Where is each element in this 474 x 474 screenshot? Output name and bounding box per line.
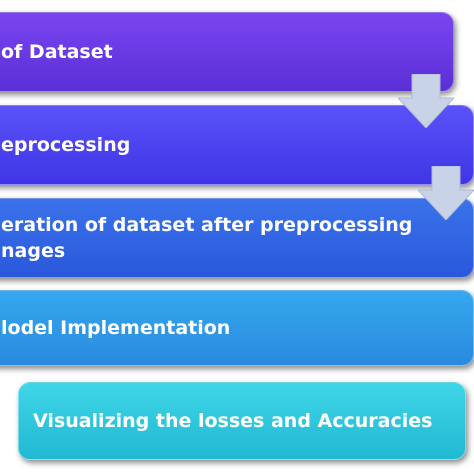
step-preprocessing-label: eprocessing bbox=[1, 134, 131, 156]
step-model-implementation: lodel Implementation bbox=[0, 290, 474, 366]
step-dataset: of Dataset bbox=[0, 12, 454, 92]
step-model-implementation-label: lodel Implementation bbox=[1, 317, 231, 339]
step-visualizing-label: Visualizing the losses and Accuracies bbox=[33, 410, 433, 432]
step-visualizing: Visualizing the losses and Accuracies bbox=[18, 382, 466, 460]
down-arrow-icon bbox=[398, 74, 454, 128]
step-generation: eration of dataset after preprocessing n… bbox=[0, 198, 474, 278]
down-arrow-icon bbox=[418, 166, 474, 220]
step-preprocessing: eprocessing bbox=[0, 105, 474, 185]
step-dataset-label: of Dataset bbox=[1, 41, 113, 63]
step-generation-label: eration of dataset after preprocessing n… bbox=[1, 214, 413, 262]
